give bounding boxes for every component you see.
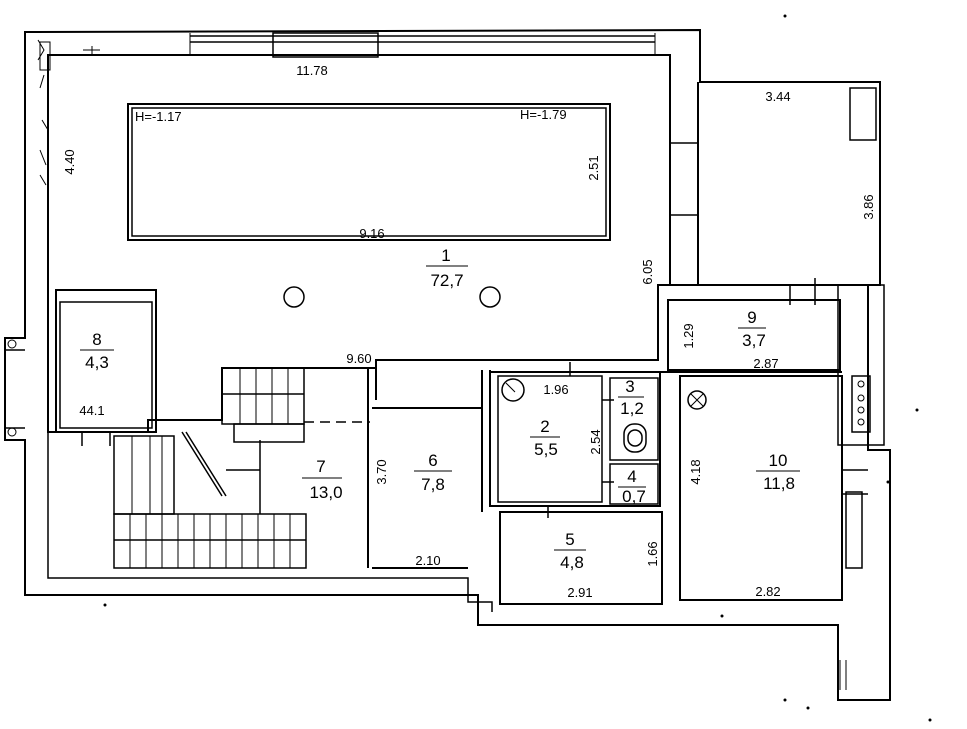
svg-text:1,2: 1,2 xyxy=(620,399,644,418)
column-left xyxy=(283,286,305,308)
stairs xyxy=(113,367,370,569)
dim-hall-width: 9.60 xyxy=(346,351,371,366)
svg-text:10: 10 xyxy=(769,451,788,470)
svg-text:9: 9 xyxy=(747,308,756,327)
dim-annex-width: 3.44 xyxy=(765,89,790,104)
specks xyxy=(103,14,932,722)
dim-hall-height: 6.05 xyxy=(640,259,655,284)
svg-text:11,8: 11,8 xyxy=(763,474,795,493)
svg-text:2: 2 xyxy=(540,417,549,436)
dim-r2-width: 1.96 xyxy=(543,382,568,397)
room-7-label: 7 13,0 xyxy=(302,457,343,502)
dim-top-width: 11.78 xyxy=(296,63,328,78)
dim-pool-width: 9.16 xyxy=(359,226,384,241)
room-8-walls xyxy=(55,289,157,446)
room-8-label: 8 4,3 xyxy=(80,330,114,372)
svg-text:4,3: 4,3 xyxy=(85,353,109,372)
room-10-label: 10 11,8 xyxy=(756,451,800,493)
svg-text:5,5: 5,5 xyxy=(534,440,558,459)
svg-text:7,8: 7,8 xyxy=(421,475,445,494)
svg-text:0,7: 0,7 xyxy=(622,487,646,506)
dim-r6-width: 2.10 xyxy=(415,553,440,568)
svg-text:1: 1 xyxy=(441,246,450,265)
dim-r7-height: 3.70 xyxy=(374,459,389,484)
svg-text:6: 6 xyxy=(428,451,437,470)
dim-r9-height: 1.29 xyxy=(681,323,696,348)
svg-text:5: 5 xyxy=(565,530,574,549)
dim-r10-height: 4.18 xyxy=(688,459,703,484)
room-9-label: 9 3,7 xyxy=(738,308,766,350)
dim-annex-height: 3.86 xyxy=(861,194,876,219)
dim-r2-height: 2.54 xyxy=(588,429,603,454)
elevation-left: H=-1.17 xyxy=(135,109,182,124)
svg-text:7: 7 xyxy=(316,457,325,476)
rooms-2-5-walls xyxy=(481,362,663,605)
stair-label: 44.1 xyxy=(79,403,104,418)
dim-r9-width: 2.87 xyxy=(753,356,778,371)
column-right xyxy=(479,286,501,308)
svg-text:3: 3 xyxy=(625,377,634,396)
dim-r5-height: 1.66 xyxy=(645,541,660,566)
svg-text:4,8: 4,8 xyxy=(560,553,584,572)
dim-r10-width: 2.82 xyxy=(755,584,780,599)
pool xyxy=(127,103,611,241)
svg-text:72,7: 72,7 xyxy=(430,271,463,290)
room-6-label: 6 7,8 xyxy=(414,451,452,494)
room-1-label: 1 72,7 xyxy=(426,246,468,290)
svg-text:4: 4 xyxy=(627,467,636,486)
rooms-9-10-walls xyxy=(660,278,885,690)
room-3-label: 3 1,2 xyxy=(618,377,644,418)
svg-text:8: 8 xyxy=(92,330,101,349)
room-4-label: 4 0,7 xyxy=(618,467,646,506)
dim-left-height: 4.40 xyxy=(62,149,77,174)
elevation-right: H=-1.79 xyxy=(520,107,567,122)
dim-pool-height: 2.51 xyxy=(586,155,601,180)
dim-r5-width: 2.91 xyxy=(567,585,592,600)
svg-text:13,0: 13,0 xyxy=(309,483,342,502)
room-2-label: 2 5,5 xyxy=(530,417,560,459)
svg-text:3,7: 3,7 xyxy=(742,331,766,350)
room-5-label: 5 4,8 xyxy=(554,530,586,572)
